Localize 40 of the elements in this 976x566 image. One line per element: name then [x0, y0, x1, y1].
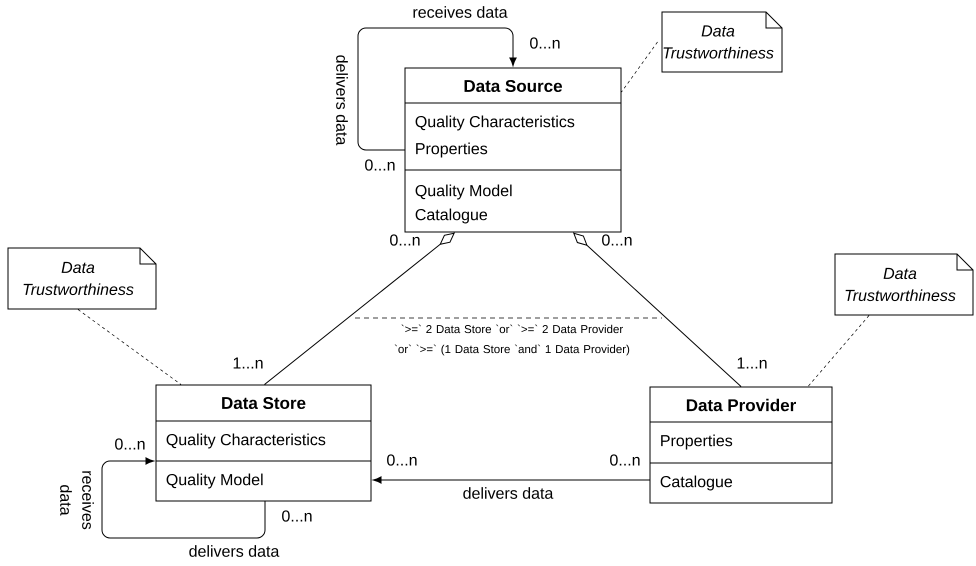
edge-label: delivers data [188, 544, 280, 558]
multiplicity: 0...n [530, 37, 560, 49]
class-title: Data Store [222, 396, 306, 410]
attribute: Properties [661, 434, 732, 450]
edge-label: receives data [411, 5, 509, 19]
dashed-connector [621, 42, 658, 92]
aggregation-line [573, 232, 742, 387]
multiplicity: 0...n [610, 454, 640, 466]
class-box [156, 384, 372, 502]
multiplicity: 0...n [387, 454, 417, 466]
multiplicity: 1...n [738, 358, 767, 368]
note: Data Trustworthiness [8, 248, 156, 310]
multiplicity: 0...n [365, 159, 395, 171]
attribute: Properties [416, 142, 488, 158]
multiplicity: 0...n [602, 234, 632, 246]
aggregation-line [264, 232, 455, 385]
attribute: Catalogue [660, 476, 732, 490]
edge-label: delivers data [462, 486, 554, 500]
multiplicity: 1...n [234, 358, 263, 368]
arrow [358, 28, 517, 150]
arrow [102, 457, 266, 538]
dashed-connector [808, 315, 870, 387]
class-box [650, 386, 832, 504]
attribute: Quality Model [416, 184, 512, 200]
dashed-connector [78, 309, 182, 385]
connector-text: receives data [60, 471, 94, 530]
note: Data Trustworthiness [662, 12, 782, 72]
attribute: Quality Model [166, 474, 263, 488]
class-box [404, 68, 622, 232]
class-title: Data Provider [686, 398, 796, 412]
note: Data Trustworthiness [834, 254, 974, 316]
attribute: Quality Characteristics [416, 116, 574, 130]
arrow [372, 476, 650, 484]
multiplicity: 0...n [115, 438, 145, 450]
class-title: Data Source [464, 80, 562, 92]
multiplicity: 0...n [390, 234, 420, 246]
attribute: Quality Characteristics [166, 434, 326, 448]
connector-text: delivers data [336, 55, 348, 146]
attribute: Catalogue [416, 208, 488, 224]
constraint-text: `>=` 2 Data Store `or` `>=` 2 Data Provider `or` `>=` (1 Data Store `and` 1 Data Provider) [394, 324, 630, 356]
